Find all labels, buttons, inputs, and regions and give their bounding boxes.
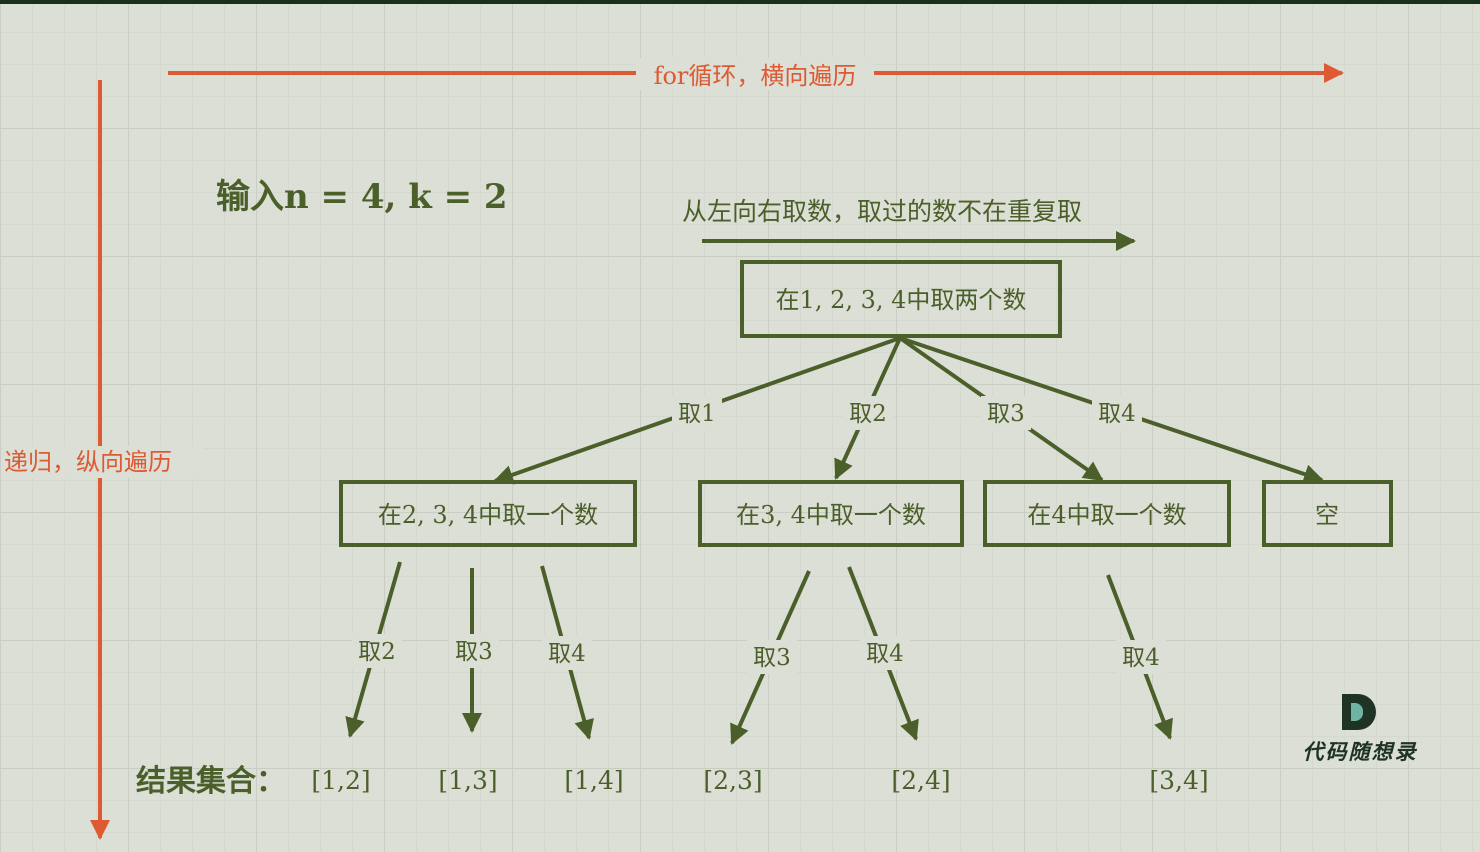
level1-node-label: 在3, 4中取一个数 [736,501,926,529]
edge-label-take2: 取2 [358,639,396,665]
direction-note: 从左向右取数，取过的数不在重复取 [682,197,1082,226]
result-item: [2,3] [703,766,762,795]
result-item: [1,2] [311,766,370,795]
edge-label-take2: 取2 [849,401,887,427]
edge-label-take4: 取4 [866,641,904,667]
horizontal-label-bg [636,58,874,90]
result-item: [3,4] [1149,766,1208,795]
brand-logo: 代码随想录 [1290,694,1430,774]
edge-label-take3: 取3 [753,645,791,671]
edge-label-bg [672,396,722,430]
edge-label-bg [1116,640,1166,674]
result-set-label: 结果集合： [136,764,286,799]
logo-text: 代码随想录 [1302,740,1418,764]
edge-label-bg [1092,396,1142,430]
edge-label-take4: 取4 [548,641,586,667]
root-node-label: 在1, 2, 3, 4中取两个数 [776,286,1027,314]
level1-node-label: 在4中取一个数 [1027,501,1186,529]
horizontal-axis-label: for循环，横向遍历 [654,62,857,90]
logo-d-icon [1342,694,1376,730]
level1-node [339,480,637,547]
edge-label-take4: 取4 [1098,401,1136,427]
edge-label-take3: 取3 [987,401,1025,427]
level1-node [698,480,964,547]
edge-label-bg [449,634,499,668]
level1-node-label: 空 [1315,501,1339,529]
vertical-label-bg [4,446,204,478]
edge-label-take4: 取4 [1122,645,1160,671]
top-border [0,0,1480,4]
input-title: 输入n = 4, k = 2 [216,177,508,217]
edge-label-bg [860,636,910,670]
level1-node [983,480,1231,547]
result-item: [2,4] [891,766,950,795]
edge-label-bg [843,396,893,430]
edge-label-bg [352,634,402,668]
level1-node-label: 在2, 3, 4中取一个数 [378,501,598,529]
edge-label-bg [542,636,592,670]
edge-label-take3: 取3 [455,639,493,665]
level1-node-empty [1262,480,1393,547]
vertical-axis-label: 递归，纵向遍历 [4,448,172,476]
edge-label-bg [747,640,797,674]
root-node [740,260,1062,338]
edge-label-bg [981,396,1031,430]
edge-label-take1: 取1 [678,401,716,427]
result-item: [1,3] [438,766,497,795]
result-item: [1,4] [564,766,623,795]
